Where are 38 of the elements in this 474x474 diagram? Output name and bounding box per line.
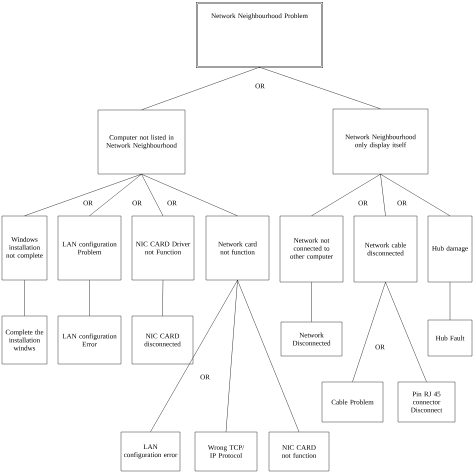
box	[194, 432, 258, 472]
connector-line	[141, 174, 238, 216]
connector-line	[141, 67, 260, 110]
box	[120, 432, 180, 472]
connector-line	[311, 174, 381, 216]
connector-line	[259, 67, 381, 109]
connector-line	[385, 282, 427, 382]
box	[206, 216, 270, 280]
box	[58, 216, 122, 280]
box	[132, 316, 194, 364]
connector-line	[380, 174, 450, 216]
box	[332, 108, 428, 174]
box	[268, 432, 330, 472]
connector-line	[226, 280, 238, 432]
connector-line	[89, 174, 142, 216]
box	[2, 216, 48, 280]
connector-line	[141, 174, 164, 216]
box	[280, 322, 342, 356]
box	[98, 110, 186, 174]
box	[428, 216, 472, 282]
connector-line	[311, 282, 312, 322]
box	[2, 316, 48, 364]
connector-line	[24, 280, 25, 316]
box	[322, 382, 384, 422]
connector-line	[150, 280, 238, 432]
box	[196, 2, 323, 68]
box	[58, 316, 122, 364]
box	[280, 216, 344, 282]
box	[132, 216, 194, 280]
connector-line	[24, 174, 142, 216]
box	[398, 382, 456, 422]
connector-line	[89, 280, 90, 316]
connector-line	[380, 174, 386, 216]
box	[428, 320, 472, 356]
box	[354, 216, 418, 282]
connector-line	[237, 280, 300, 432]
connector-line	[352, 282, 386, 382]
connector-line	[162, 280, 164, 316]
